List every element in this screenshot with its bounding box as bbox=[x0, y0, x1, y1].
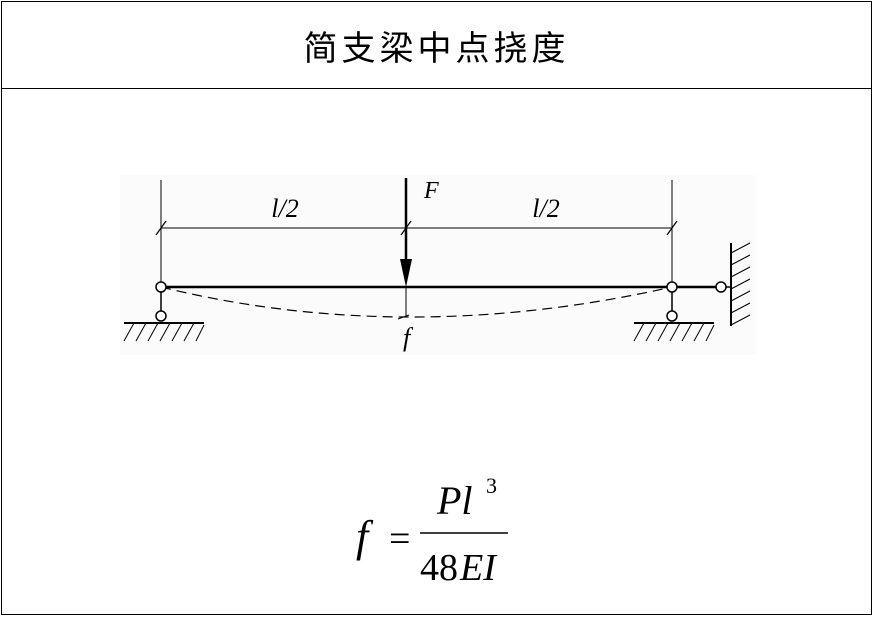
diagram-background bbox=[120, 175, 756, 355]
formula-numerator: Pl bbox=[436, 478, 473, 523]
right-pin-top bbox=[666, 281, 678, 293]
right-span-label: l/2 bbox=[532, 194, 559, 223]
left-ground-hatch bbox=[123, 322, 205, 342]
figure-title: 简支梁中点挠度 bbox=[303, 28, 570, 69]
deflection-curve bbox=[160, 286, 673, 318]
load-arrow-head bbox=[400, 259, 412, 287]
wall-link-pin bbox=[715, 281, 727, 293]
title-bar: 简支梁中点挠度 bbox=[2, 2, 871, 89]
formula-exponent: 3 bbox=[486, 473, 497, 498]
load-label: F bbox=[423, 178, 439, 204]
right-pin-bottom bbox=[666, 310, 678, 322]
left-pin-top bbox=[155, 281, 167, 293]
right-dimension-tick bbox=[666, 220, 678, 236]
deflection-label: f bbox=[403, 323, 414, 352]
formula-equals: = bbox=[389, 518, 410, 560]
left-span-label: l/2 bbox=[271, 194, 298, 223]
right-ground-hatch bbox=[633, 322, 715, 342]
formula-denominator-symbols: EI bbox=[459, 547, 498, 589]
formula-lhs: f bbox=[356, 512, 374, 561]
left-pin-bottom bbox=[155, 310, 167, 322]
formula-denominator-number: 48 bbox=[420, 547, 458, 589]
deflection-leader bbox=[397, 314, 410, 320]
left-dimension-tick bbox=[155, 220, 167, 236]
wall-hatch bbox=[730, 242, 751, 326]
